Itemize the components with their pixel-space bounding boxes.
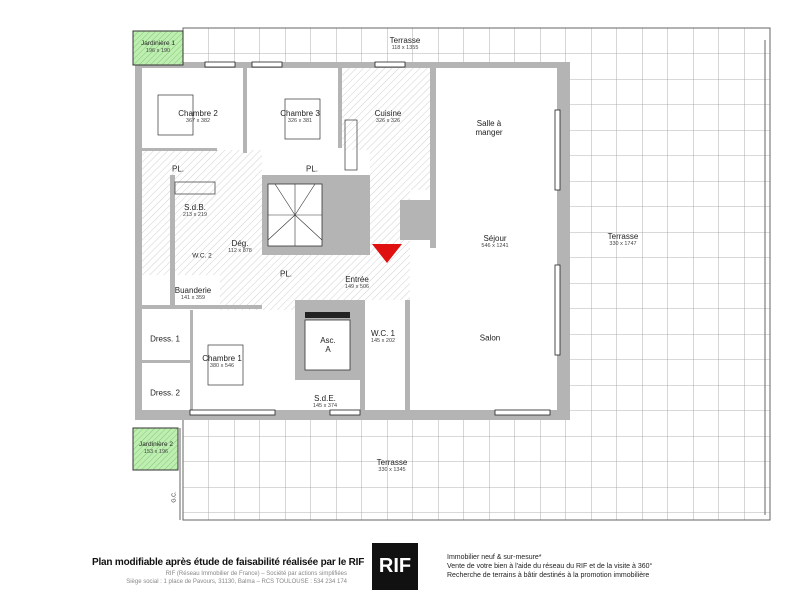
room-name: Entrée bbox=[345, 275, 369, 284]
room-dimensions: 367 x 382 bbox=[185, 118, 211, 124]
room-name: Terrasse bbox=[376, 458, 408, 467]
room-name: Jardinière 2 bbox=[139, 441, 173, 448]
room-dimensions: 149 x 506 bbox=[344, 284, 370, 290]
room-dimensions: 145 x 202 bbox=[370, 338, 396, 344]
room-sde: S.d.E.145 x 374 bbox=[313, 394, 337, 410]
room-dimensions: 118 x 1355 bbox=[391, 45, 419, 51]
room-ascenseur: Asc.A bbox=[320, 336, 336, 354]
room-dimensions: 380 x 546 bbox=[209, 363, 235, 369]
gc-label: G.C. bbox=[171, 491, 178, 503]
footer-tagline-2: Vente de votre bien à l'aide du réseau d… bbox=[447, 563, 653, 570]
room-dimensions: 330 x 1345 bbox=[378, 467, 406, 473]
room-dimensions: 145 x 374 bbox=[312, 403, 338, 409]
room-name: Séjour bbox=[483, 234, 507, 243]
room-name: Asc. bbox=[320, 336, 336, 345]
room-placard-2: PL. bbox=[305, 164, 319, 174]
room-name: S.d.E. bbox=[314, 394, 336, 403]
room-name: Terrasse bbox=[389, 36, 421, 45]
room-dimensions: 141 x 359 bbox=[180, 295, 206, 301]
room-name: Dég. bbox=[231, 239, 249, 248]
room-name: W.C. 1 bbox=[370, 329, 396, 338]
room-name: Salle à bbox=[476, 119, 502, 128]
footer-tagline-3: Recherche de terrains à bâtir destinés à… bbox=[447, 572, 650, 579]
room-name: Terrasse bbox=[607, 232, 639, 241]
room-dimensions: 326 x 326 bbox=[375, 118, 401, 124]
room-salon: Salon bbox=[479, 333, 501, 343]
room-dress-1: Dress. 1 bbox=[150, 334, 180, 344]
room-dimensions: 213 x 219 bbox=[182, 212, 208, 218]
jardiniere-2-area bbox=[132, 427, 179, 471]
room-name: Chambre 1 bbox=[202, 354, 242, 363]
jardiniere-1-area bbox=[132, 30, 184, 66]
room-name: Buanderie bbox=[174, 286, 212, 295]
room-name: manger bbox=[475, 128, 503, 137]
logo-text: RIF bbox=[378, 555, 412, 577]
footer-company: RIF (Réseau Immobilier de France) – Soci… bbox=[165, 571, 347, 577]
footer-tagline-1: Immobilier neuf & sur-mesure* bbox=[447, 554, 542, 561]
room-placard-3: PL. bbox=[279, 269, 293, 279]
footer-title: Plan modifiable après étude de faisabili… bbox=[92, 557, 365, 568]
room-dimensions: 546 x 1241 bbox=[481, 243, 509, 249]
room-dimensions: 153 x 196 bbox=[143, 449, 169, 455]
room-name: S.d.B. bbox=[184, 203, 206, 212]
room-name: A bbox=[325, 345, 331, 354]
room-wc-2: W.C. 2 bbox=[192, 252, 212, 260]
room-dress-2: Dress. 2 bbox=[150, 388, 180, 398]
room-name: Cuisine bbox=[374, 109, 402, 118]
room-sdb: S.d.B.213 x 219 bbox=[183, 203, 207, 219]
room-name: Jardinière 1 bbox=[141, 40, 175, 47]
room-name: Chambre 3 bbox=[280, 109, 320, 118]
furniture bbox=[157, 94, 358, 386]
entrance-marker-icon bbox=[372, 244, 402, 263]
room-dimensions: 330 x 1747 bbox=[609, 241, 637, 247]
elevator bbox=[304, 319, 351, 371]
rif-logo: RIF bbox=[372, 543, 418, 590]
room-dimensions: 326 x 381 bbox=[287, 118, 313, 124]
room-deg: Dég.112 x 878 bbox=[228, 239, 252, 255]
room-dimensions: 196 x 190 bbox=[145, 48, 171, 54]
room-name: Chambre 2 bbox=[178, 109, 218, 118]
room-dimensions: 112 x 878 bbox=[228, 248, 252, 254]
footer-address: Siège social : 1 place de Pavours, 31130… bbox=[126, 579, 347, 585]
windows bbox=[189, 61, 561, 416]
room-placard-1: PL. bbox=[171, 164, 185, 174]
